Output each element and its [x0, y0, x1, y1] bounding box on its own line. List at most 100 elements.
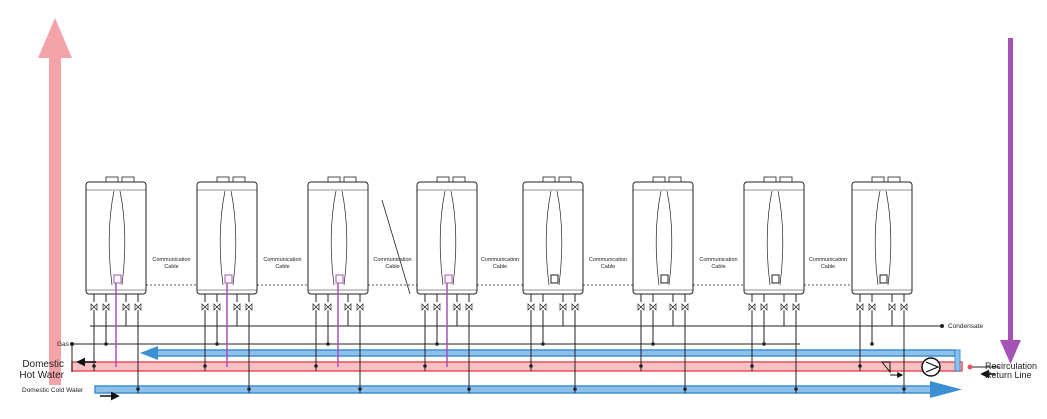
- tankless-water-heater: [307, 176, 369, 393]
- isolation-valve-icon: [122, 303, 130, 311]
- heater-front-curve: [885, 190, 892, 286]
- control-panel-icon: [224, 274, 233, 284]
- junction-node: [104, 342, 108, 346]
- isolation-valve-icon: [465, 303, 473, 311]
- isolation-valve-icon: [356, 303, 364, 311]
- isolation-valve-icon: [856, 303, 864, 311]
- isolation-valve-icon: [344, 303, 352, 311]
- junction-node: [651, 342, 655, 346]
- junction-node: [247, 387, 251, 391]
- vent-cap: [887, 176, 901, 183]
- recirculation-line: [149, 349, 956, 357]
- junction-node: [529, 364, 533, 368]
- junction-node: [203, 364, 207, 368]
- isolation-valve-icon: [748, 303, 756, 311]
- junction-node: [902, 387, 906, 391]
- heater-front-curve: [230, 190, 237, 286]
- heater-front-curve: [777, 190, 784, 286]
- isolation-valve-icon: [90, 303, 98, 311]
- heater-front-curve: [219, 190, 226, 286]
- gas-label: Gas: [57, 341, 69, 348]
- cold-water-flow-arrow-icon: [930, 381, 962, 398]
- control-panel-icon: [444, 274, 453, 284]
- tankless-water-heater: [632, 176, 694, 393]
- isolation-valve-icon: [792, 303, 800, 311]
- heater-front-curve: [439, 190, 446, 286]
- control-panel-icon: [771, 274, 780, 284]
- tankless-water-heater: [522, 176, 584, 393]
- pump-direction-icon: [925, 361, 940, 373]
- junction-node: [683, 387, 687, 391]
- isolation-valve-icon: [669, 303, 677, 311]
- isolation-valve-icon: [900, 303, 908, 311]
- heater-body: [851, 181, 913, 295]
- recirc-flow-arrow-icon: [140, 346, 158, 360]
- isolation-valve-icon: [433, 303, 441, 311]
- isolation-valve-icon: [421, 303, 429, 311]
- vent-cap: [668, 176, 682, 183]
- heater-body: [632, 181, 694, 295]
- junction-node: [358, 387, 362, 391]
- control-panel-icon: [879, 274, 888, 284]
- junction-node: [215, 342, 219, 346]
- isolation-valve-icon: [527, 303, 535, 311]
- communication-cable-label: Communication Cable: [263, 257, 302, 270]
- heater-front-curve: [108, 190, 115, 286]
- vent-cap: [216, 176, 230, 183]
- isolation-valve-icon: [245, 303, 253, 311]
- isolation-valve-icon: [134, 303, 142, 311]
- vent-cap: [558, 176, 572, 183]
- communication-cable-label: Communication Cable: [588, 257, 628, 270]
- tankless-water-heater: [851, 176, 913, 393]
- junction-node: [92, 364, 96, 368]
- gas-inlet-node: [70, 342, 74, 346]
- vent-cap: [452, 176, 466, 183]
- junction-node: [573, 387, 577, 391]
- leader-line: [381, 199, 411, 295]
- communication-cable-label: Communication Cable: [480, 257, 520, 270]
- heater-front-curve: [874, 190, 881, 286]
- control-panel-icon: [113, 274, 122, 284]
- vent-cap: [343, 176, 357, 183]
- isolation-valve-icon: [637, 303, 645, 311]
- isolation-valve-icon: [868, 303, 876, 311]
- heater-front-curve: [450, 190, 457, 286]
- heater-front-curve: [556, 190, 563, 286]
- junction-node: [858, 364, 862, 368]
- heater-front-curve: [545, 190, 552, 286]
- isolation-valve-icon: [102, 303, 110, 311]
- isolation-valve-icon: [324, 303, 332, 311]
- heater-front-curve: [330, 190, 337, 286]
- junction-node: [639, 364, 643, 368]
- junction-node: [136, 387, 140, 391]
- isolation-valve-icon: [681, 303, 689, 311]
- junction-node: [762, 342, 766, 346]
- control-panel-icon: [550, 274, 559, 284]
- vent-cap: [436, 176, 450, 183]
- junction-node: [794, 387, 798, 391]
- junction-node: [314, 364, 318, 368]
- vent-cap: [652, 176, 666, 183]
- communication-cable-label: Communication Cable: [808, 257, 848, 270]
- tankless-water-heater: [196, 176, 258, 393]
- control-panel-icon: [335, 274, 344, 284]
- vent-cap: [327, 176, 341, 183]
- communication-cable-label: Communication Cable: [152, 257, 191, 270]
- return-junction: [967, 364, 973, 370]
- condensate-label: Condensate: [948, 323, 984, 330]
- isolation-valve-icon: [559, 303, 567, 311]
- junction-node: [326, 342, 330, 346]
- vent-cap: [779, 176, 793, 183]
- control-panel-icon: [660, 274, 669, 284]
- tankless-water-heater: [416, 176, 478, 393]
- vent-cap: [105, 176, 119, 183]
- vent-cap: [542, 176, 556, 183]
- vent-cap: [763, 176, 777, 183]
- recirculation-return-line-label: Recirculation Return Line: [985, 361, 1038, 380]
- communication-cable-label: Communication Cable: [373, 257, 412, 270]
- condensate-endpoint: [940, 324, 944, 328]
- heater-front-curve: [119, 190, 126, 286]
- heater-front-curve: [341, 190, 348, 286]
- isolation-valve-icon: [760, 303, 768, 311]
- junction-node: [870, 342, 874, 346]
